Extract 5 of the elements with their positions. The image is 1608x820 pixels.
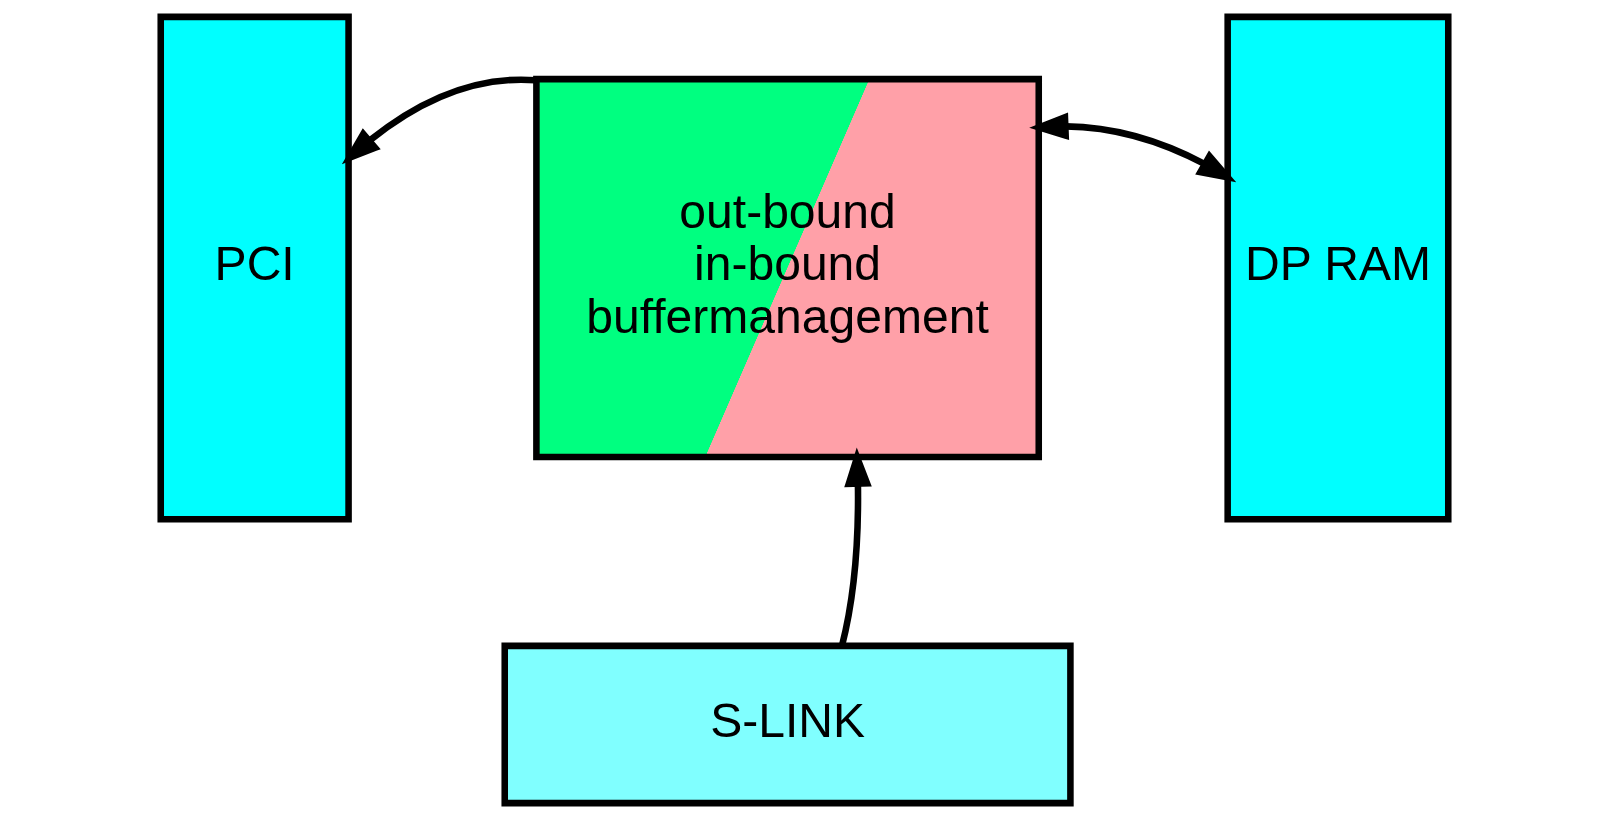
arrow (1028, 112, 1236, 183)
node-box: S-LINK (500, 642, 1074, 807)
node-box: PCI (156, 13, 352, 523)
node-box: DP RAM (1223, 13, 1452, 523)
arrow (341, 76, 536, 165)
